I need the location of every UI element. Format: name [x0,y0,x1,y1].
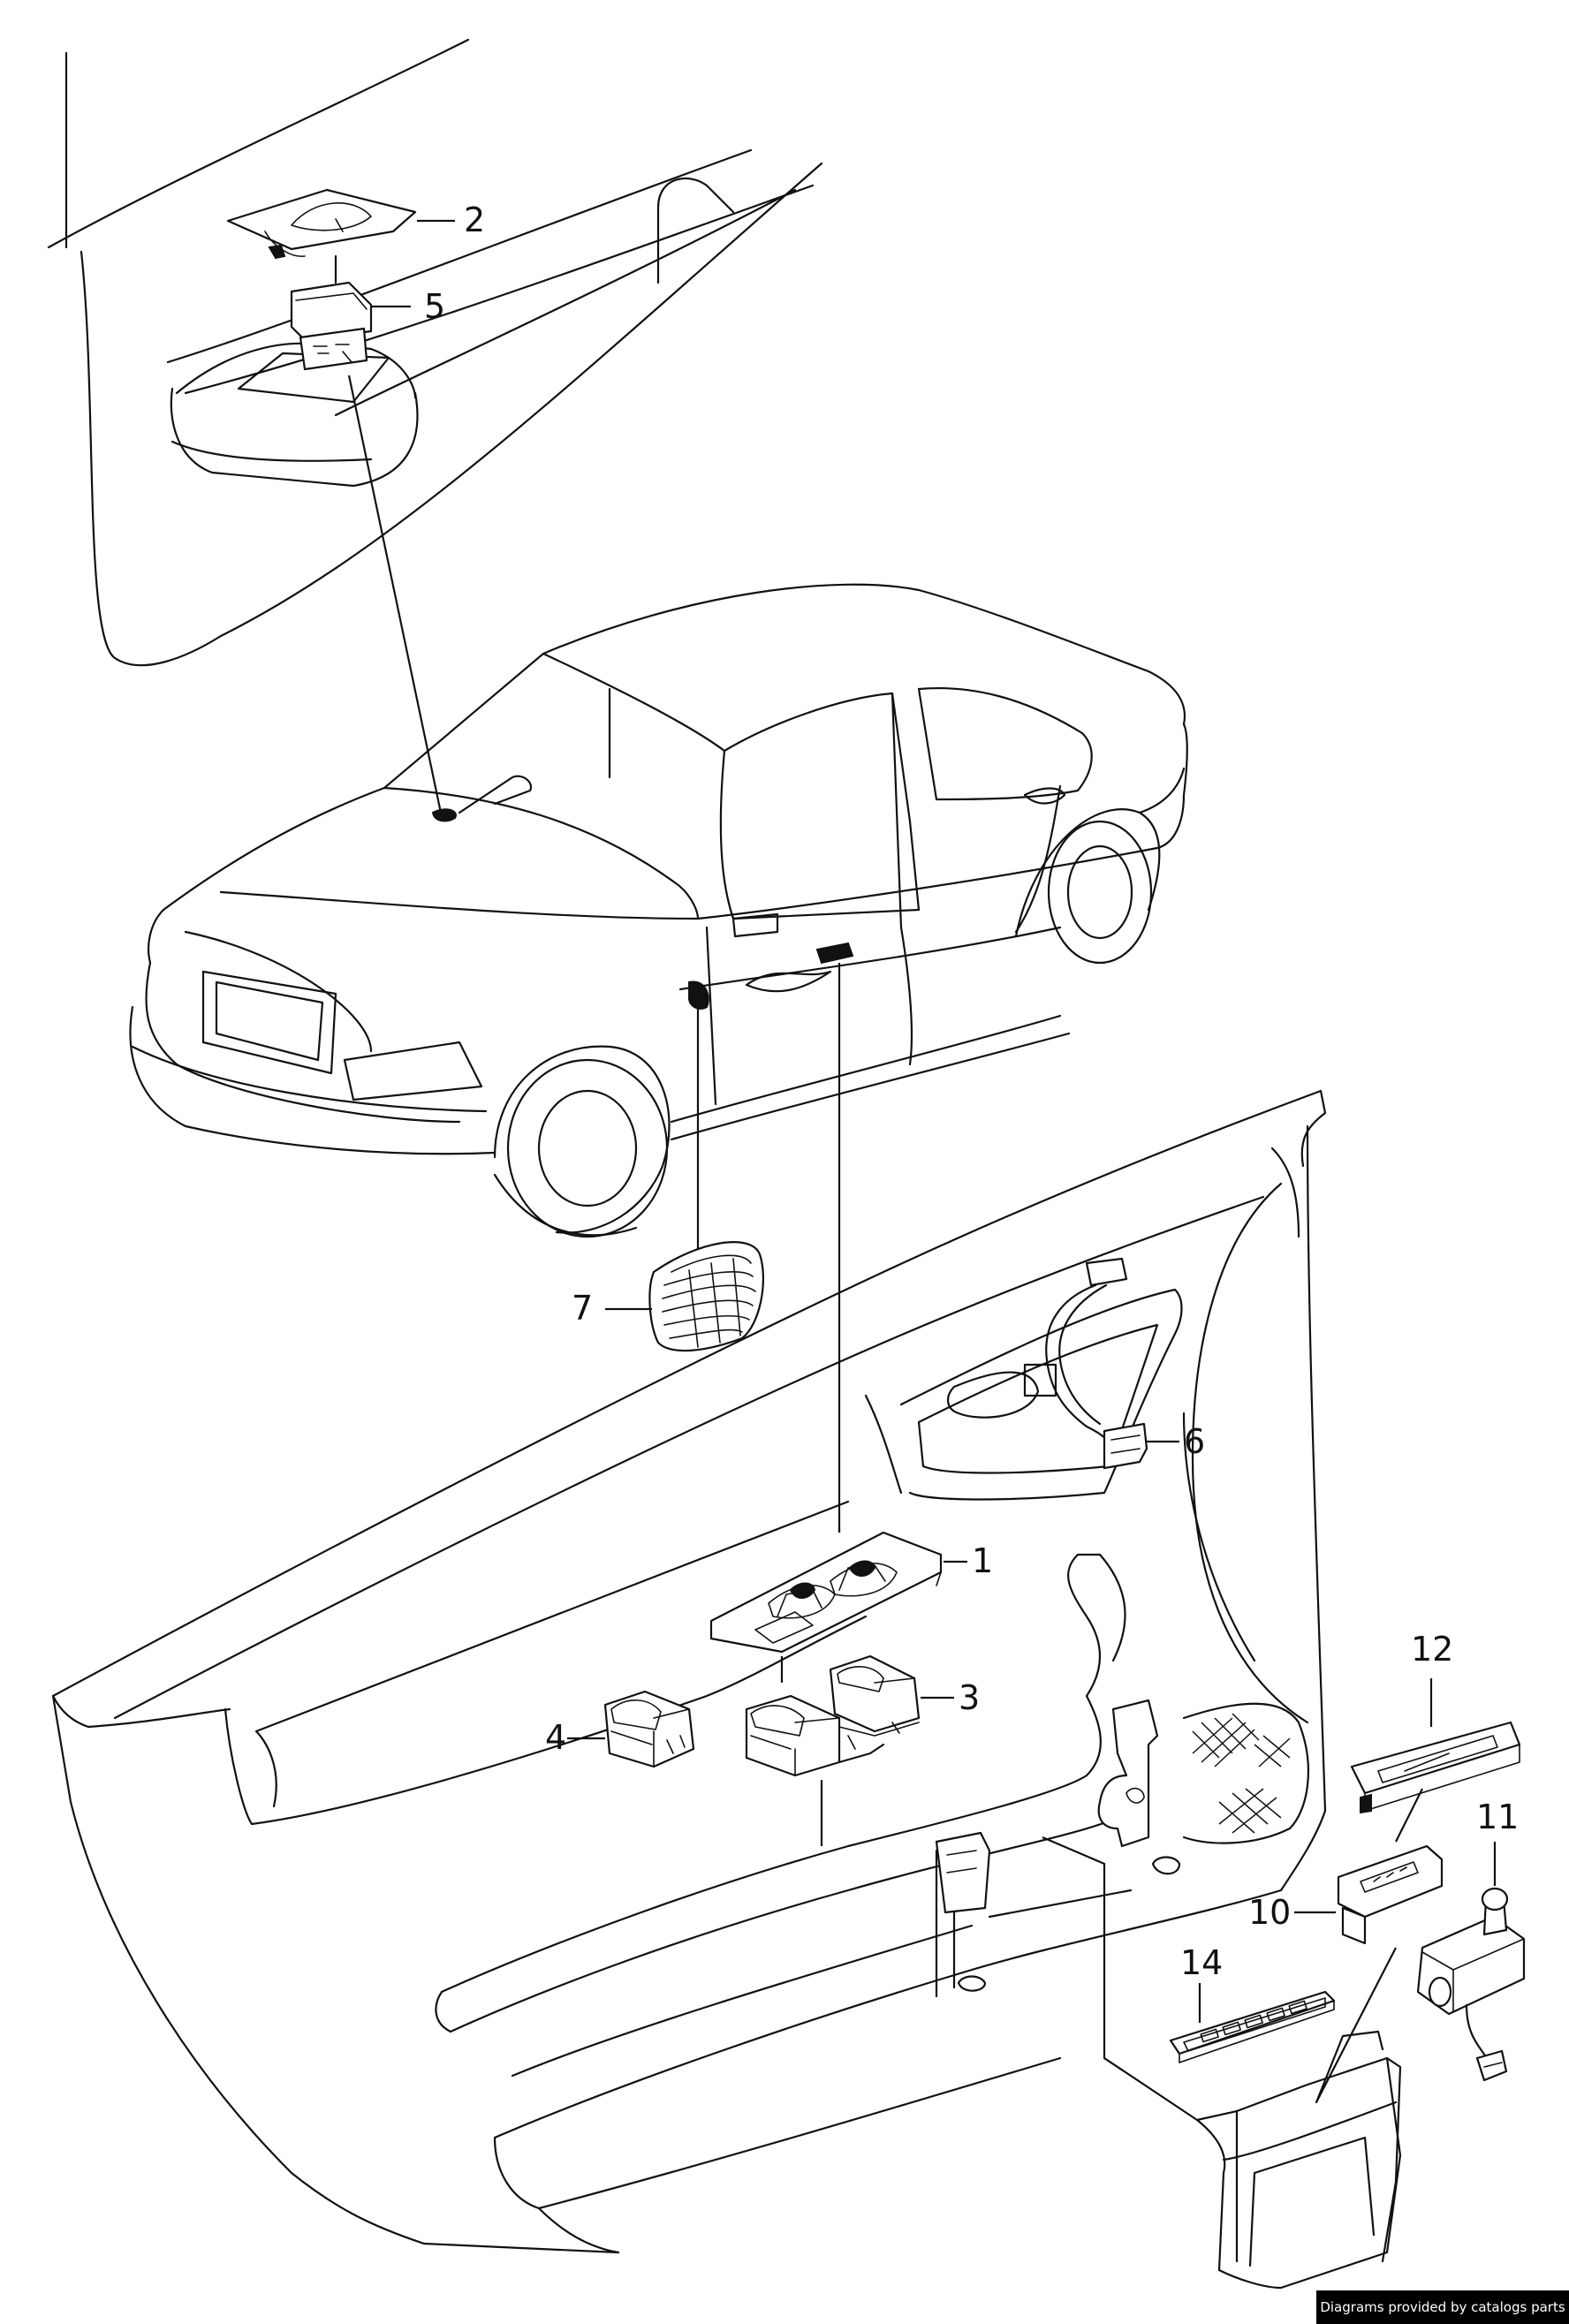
callout-14: 14 [1180,1943,1223,1982]
interior-console-inset [47,38,823,667]
button-strip-part-14 [1169,1990,1336,2063]
trim-bezel-part-2 [226,188,417,260]
callout-3: 3 [959,1678,980,1717]
door-panel [51,1089,1327,2254]
adjuster-switch-part-11 [1416,1887,1526,2082]
car-body [129,583,1188,1238]
switch-part-4 [603,1690,695,1768]
window-switch-block-part-3 [745,1654,921,1777]
callout-5: 5 [424,287,445,326]
callout-2: 2 [464,201,485,239]
callout-4: 4 [545,1718,566,1757]
switch-part-5 [290,254,373,371]
control-module-part-10 [1337,1844,1444,1945]
callout-6: 6 [1184,1422,1205,1461]
callout-10: 10 [1248,1893,1291,1932]
callout-12: 12 [1411,1630,1453,1669]
credit-banner: Diagrams provided by catalogs parts [1316,2290,1569,2324]
callout-1: 1 [972,1541,993,1580]
callout-7: 7 [572,1289,593,1328]
storage-pocket [1195,2030,1402,2290]
vent-grille-part-7 [648,1241,765,1352]
credit-text: Diagrams provided by catalogs parts [1320,2299,1565,2315]
window-switch-bezel-part-1 [709,1528,943,1654]
wire-harness-part-6 [1045,1257,1148,1470]
trim-strip-part-12 [1350,1721,1521,1814]
callout-11: 11 [1476,1798,1519,1836]
